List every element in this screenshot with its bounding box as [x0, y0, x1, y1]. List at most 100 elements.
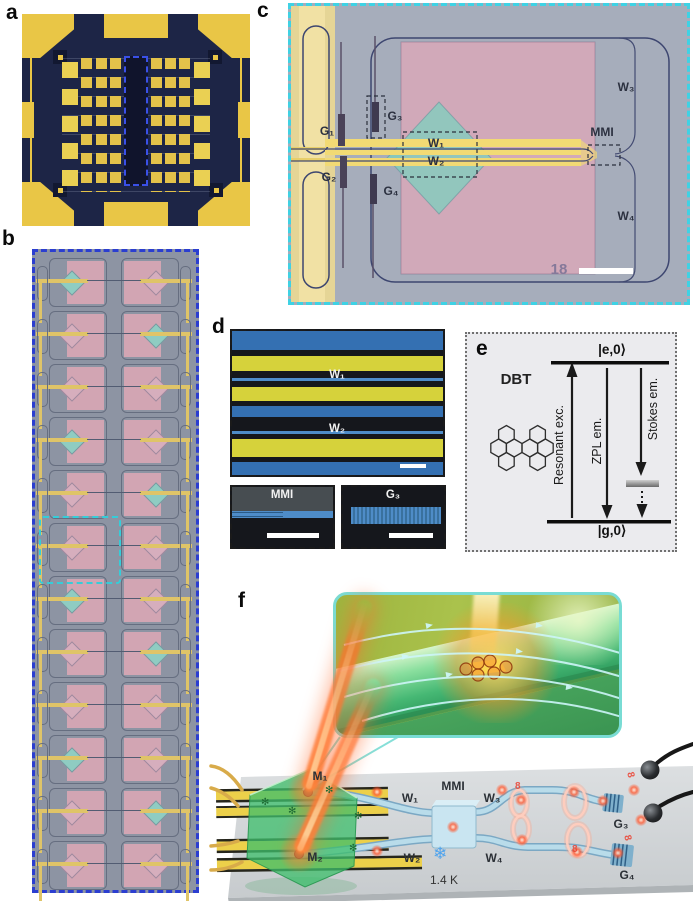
waveguide-lines [291, 37, 636, 283]
scale-bar [389, 533, 433, 538]
label-g4: G₄ [619, 868, 635, 882]
device-cell [36, 788, 119, 853]
panel-a-chip-photo [22, 14, 250, 226]
waveguide-dashed-box [402, 131, 478, 178]
photon-glow [516, 834, 528, 846]
photon-glow [496, 784, 508, 796]
grating-g2 [340, 156, 347, 188]
panel-d-grating-sem [341, 485, 446, 549]
label-m1: M₁ [312, 769, 328, 783]
photon-glow [628, 784, 640, 796]
bond-pad-column [110, 58, 121, 192]
electrode-trace [325, 139, 581, 147]
fiber-lens [640, 760, 660, 780]
label-w3: W₃ [617, 80, 635, 94]
photon-glow [447, 821, 459, 833]
photon-pair-mark: 8 [515, 781, 521, 792]
energy-diagram-drawing [490, 361, 671, 524]
grating-g3 [372, 102, 379, 132]
vibrational-level [626, 480, 659, 487]
label-w2: W₂ [329, 423, 345, 435]
label-w1: W₁ [329, 369, 345, 381]
photon-glow [515, 794, 527, 806]
device-cell [36, 629, 119, 694]
label-w3: W₃ [483, 791, 501, 805]
photon-glow [571, 846, 583, 858]
device-drawing [291, 6, 687, 302]
label-g1: G₁ [319, 124, 335, 138]
laser-spot-glow [288, 771, 328, 811]
device-array-strip [124, 56, 148, 186]
bond-pad-column [179, 58, 190, 192]
stokes-em-label: Stokes em. [646, 377, 660, 441]
panel-c-device-micrograph [288, 3, 690, 305]
panel-d-mmi-sem [230, 485, 335, 549]
label-w4: W₄ [485, 851, 503, 865]
chip-platform-edge [228, 885, 693, 901]
zpl-em-label: ZPL em. [590, 417, 604, 465]
bond-pad-column [194, 62, 210, 188]
label-w2: W₂ [403, 851, 421, 865]
grating-stripe [351, 507, 441, 524]
top-tab-pad [104, 14, 168, 38]
photon-pair-mark: 8 [572, 844, 578, 855]
panel-label-b: b [2, 227, 15, 250]
snowflake-icon: ❄ [433, 844, 448, 863]
alignment-dot [58, 55, 63, 60]
fiber-lens [643, 803, 663, 823]
device-cell [36, 841, 119, 901]
device-cell [36, 470, 119, 535]
panel-f-zoom-inset [333, 592, 622, 738]
panel-e-energy-diagram [465, 332, 677, 552]
label-g3: G₃ [385, 489, 401, 501]
waveguide-loop [302, 25, 330, 155]
panel-b-device-array [32, 249, 199, 901]
bond-pad-column [81, 58, 92, 192]
photon-glow [371, 786, 383, 798]
device-cell [36, 735, 119, 800]
molecule-icon: ✻ [288, 806, 297, 817]
bond-pad-column [151, 58, 162, 192]
scale-bar [267, 533, 319, 538]
device-cell [36, 417, 119, 482]
g3-dashed-box [366, 95, 386, 139]
device-cell [36, 682, 119, 747]
photon-glow [597, 795, 609, 807]
device-cell [36, 576, 119, 641]
label-g3: G₃ [387, 109, 403, 123]
field-lines [339, 622, 619, 722]
mmi-dashed-box [587, 144, 621, 166]
label-mmi: MMI [270, 489, 294, 501]
bond-pad-column [96, 58, 107, 192]
molecule-icon: ✻ [349, 843, 358, 854]
collection-fibers [640, 742, 693, 823]
device-cell [36, 311, 119, 376]
photon-glow [635, 814, 647, 826]
molecule-icon: ✻ [325, 785, 334, 796]
grating-g1 [338, 114, 345, 146]
label-mmi: MMI [590, 125, 614, 139]
bond-wires [209, 764, 244, 872]
dbt-molecule-cartoon [459, 654, 513, 682]
molecule-icon: ✻ [261, 797, 270, 808]
panel-label-a: a [6, 1, 18, 24]
molecule-icon: ✻ [354, 811, 363, 822]
ground-level-line [547, 520, 671, 524]
photon-glow [612, 847, 624, 859]
panel-label-c: c [257, 0, 269, 22]
label-g2: G₂ [321, 170, 337, 184]
grating-g4 [370, 174, 377, 204]
bottom-tab-pad [104, 202, 168, 226]
frame-trace [30, 54, 32, 186]
temperature-label: 1.4 K [429, 873, 459, 887]
bond-pad-column [165, 58, 176, 192]
label-w1: W₁ [427, 136, 445, 150]
electrode-trace [325, 158, 581, 166]
electrode-trace [325, 150, 581, 155]
label-w1: W₁ [401, 791, 419, 805]
alignment-dot [58, 188, 63, 193]
label-w4: W₄ [617, 209, 635, 223]
label-m2: M₂ [307, 850, 323, 864]
resonant-exc-label: Resonant exc. [552, 405, 566, 485]
